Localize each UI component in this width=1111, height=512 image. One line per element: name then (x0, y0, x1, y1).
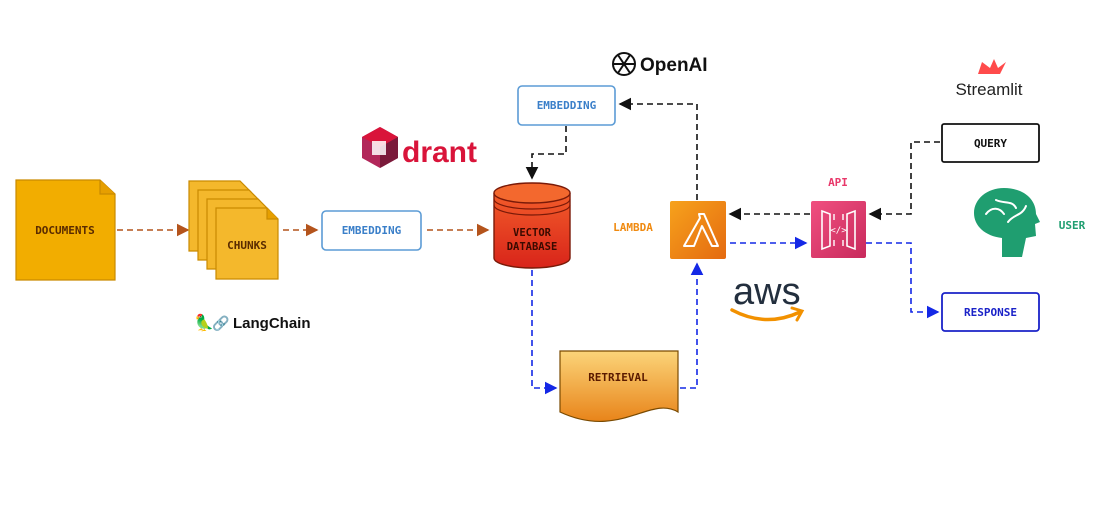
aws-wordmark: aws (733, 271, 801, 313)
query-label: QUERY (974, 137, 1007, 150)
streamlit-wordmark: Streamlit (955, 80, 1022, 99)
openai-wordmark: OpenAI (640, 55, 708, 76)
lambda-node: LAMBDA (613, 201, 726, 259)
embedding-label-langchain: EMBEDDING (342, 224, 402, 237)
streamlit-brand: Streamlit (955, 59, 1023, 99)
qdrant-brand: drant (362, 127, 477, 169)
langchain-brand: 🦜 🔗 LangChain (194, 313, 311, 332)
user-label: USER (1059, 219, 1086, 232)
parrot-icon: 🦜 (194, 313, 214, 332)
query-node: QUERY (941, 123, 1040, 163)
documents-label: DOCUMENTS (35, 224, 95, 237)
svg-text:</>: </> (830, 226, 847, 236)
flow-arrows (117, 97, 940, 395)
embedding-node-openai: EMBEDDING (517, 85, 616, 126)
qdrant-icon (362, 127, 398, 168)
response-label: RESPONSE (964, 306, 1017, 319)
langchain-wordmark: LangChain (233, 315, 311, 332)
embedding-node-langchain: EMBEDDING (321, 210, 422, 251)
arrow-retrieval-to-lambda (680, 262, 704, 389)
arrow-query-to-api (868, 141, 940, 221)
link-icon: 🔗 (212, 314, 230, 332)
chunks-node: CHUNKS (188, 180, 279, 280)
vector-db-label-line2: DATABASE (507, 241, 558, 253)
lambda-label: LAMBDA (613, 221, 653, 234)
brain-icon (974, 188, 1040, 257)
embedding-label-openai: EMBEDDING (537, 99, 597, 112)
api-label: API (828, 176, 848, 189)
arrow-api-to-response (866, 242, 940, 319)
vector-db-label-line1: VECTOR (513, 227, 552, 239)
streamlit-crown-icon (978, 59, 1006, 74)
openai-brand: OpenAI (612, 52, 708, 76)
lambda-icon (670, 201, 726, 259)
aws-smile-icon (730, 308, 802, 322)
aws-brand: aws (730, 271, 805, 322)
api-gateway-node: </> API (811, 176, 866, 258)
openai-icon (612, 52, 636, 76)
qdrant-wordmark: drant (402, 136, 477, 169)
api-gateway-icon (811, 201, 866, 258)
retrieval-label: RETRIEVAL (588, 371, 648, 384)
arrow-lambda-to-openai-embedding (618, 97, 698, 200)
vector-database-node: VECTOR DATABASE (493, 182, 571, 269)
retrieval-node: RETRIEVAL (559, 350, 679, 422)
documents-node: DOCUMENTS (15, 179, 116, 281)
chunks-label: CHUNKS (227, 239, 267, 252)
response-node: RESPONSE (941, 292, 1040, 332)
user-node: USER (974, 188, 1086, 257)
arrow-openai-embedding-to-db (525, 126, 567, 180)
arrow-db-to-retrieval (531, 270, 558, 395)
